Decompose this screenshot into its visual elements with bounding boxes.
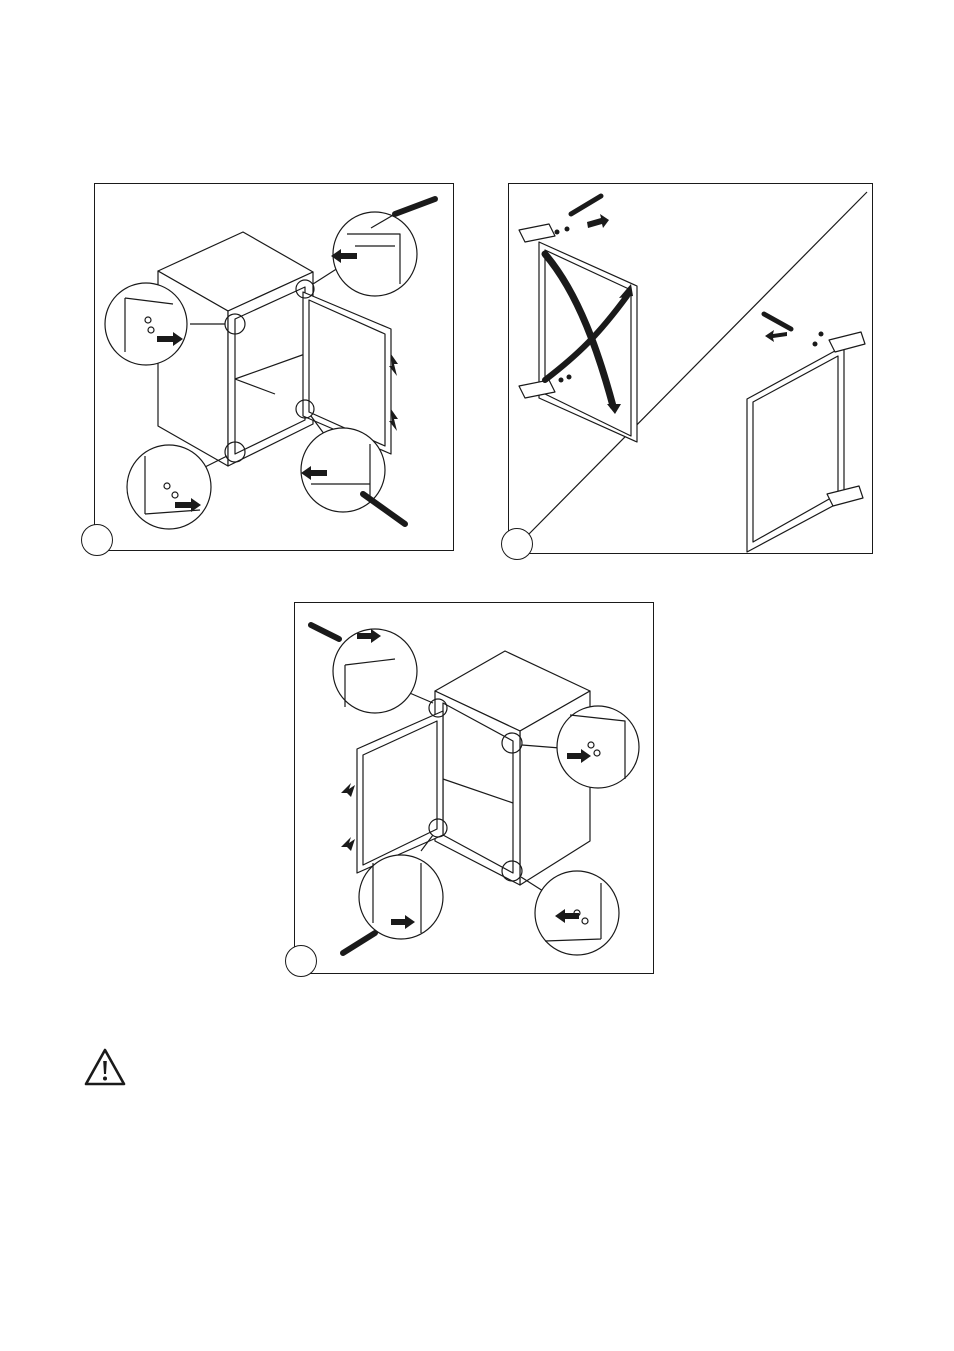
- illustration-refit-door: [295, 603, 653, 973]
- step-number-circle: [285, 945, 317, 977]
- step-number-circle: [501, 528, 533, 560]
- warning-triangle-icon: [84, 1048, 126, 1086]
- step-number-circle: [81, 524, 113, 556]
- figure-remove-door: [94, 183, 454, 551]
- figure-refit-door: [294, 602, 654, 974]
- arrow-icon: [587, 214, 609, 228]
- arrow-icon: [765, 330, 787, 342]
- arrow-icon: [341, 837, 355, 851]
- illustration-remove-door: [95, 184, 453, 550]
- illustration-swap-hinges: [509, 184, 872, 553]
- arrow-icon: [341, 783, 355, 797]
- figure-swap-hinges: [508, 183, 873, 554]
